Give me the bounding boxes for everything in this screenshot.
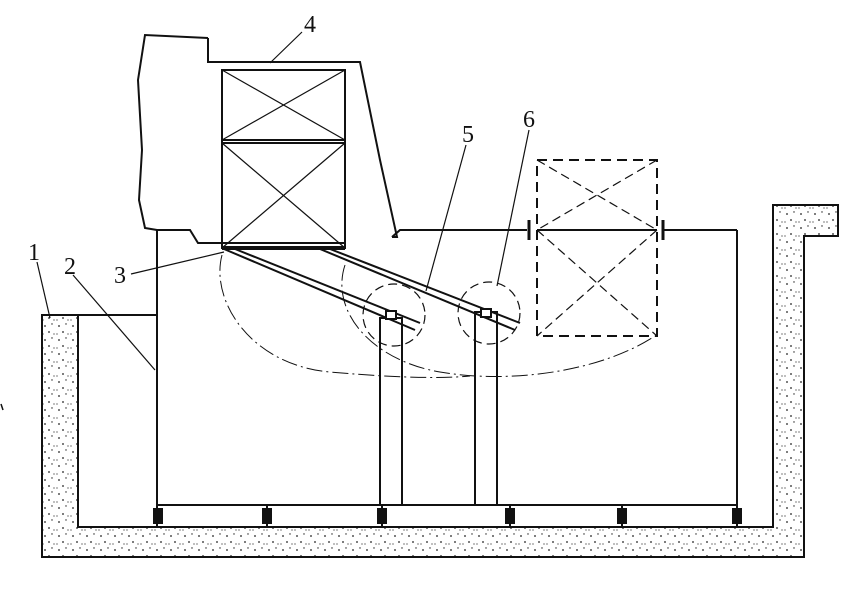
label-1: 1 xyxy=(28,240,40,266)
label-6: 6 xyxy=(523,107,535,133)
label-5: 5 xyxy=(462,122,474,148)
label-3: 3 xyxy=(114,263,126,289)
label-4: 4 xyxy=(304,12,316,38)
leader-lines xyxy=(36,31,530,371)
foundation-pit xyxy=(41,204,839,558)
module-upper xyxy=(221,69,346,249)
module-moved-position xyxy=(527,159,665,337)
detail-circles xyxy=(362,281,521,347)
upper-housing xyxy=(136,33,399,244)
tank-body xyxy=(78,229,738,506)
label-2: 2 xyxy=(64,254,76,280)
swing-arcs xyxy=(219,254,656,378)
base-supports xyxy=(153,504,742,528)
edge-mark xyxy=(0,403,4,411)
support-columns xyxy=(379,308,498,506)
